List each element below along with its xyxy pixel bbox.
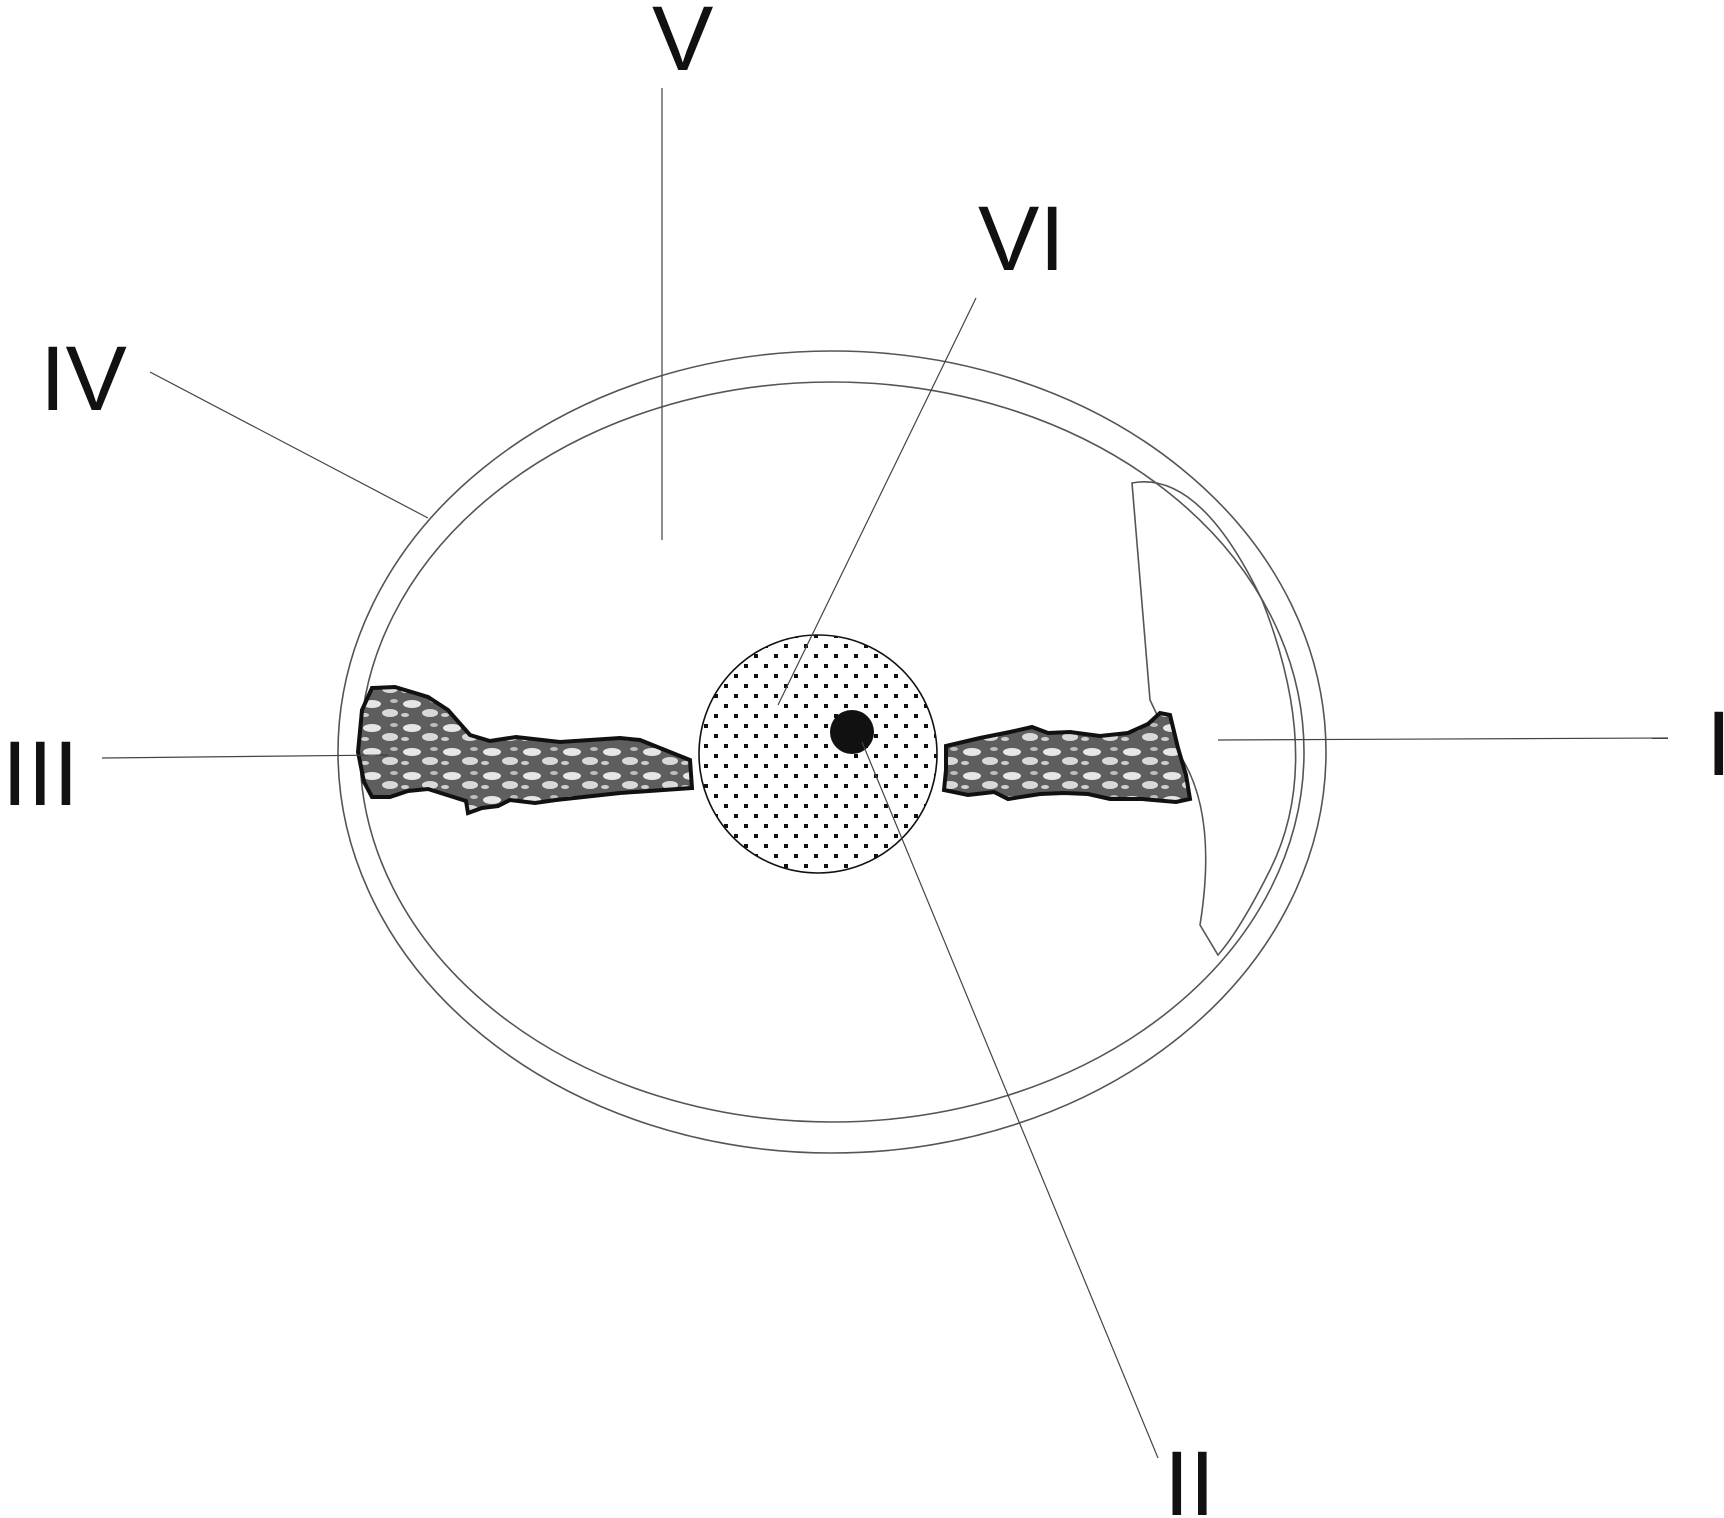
label-II: II [1164, 1433, 1215, 1518]
right-blade [941, 710, 1193, 805]
label-VI: VI [978, 188, 1065, 290]
left-blade [355, 684, 695, 816]
leader-line-VI [777, 297, 977, 706]
outer-ring [337, 350, 1327, 1154]
label-I: I [1706, 693, 1724, 795]
central-hub [698, 634, 938, 874]
leader-line-I [1217, 737, 1669, 741]
core-dot [830, 710, 874, 754]
label-III: III [2, 723, 79, 825]
leader-line-III [101, 754, 389, 759]
leader-line-IV [149, 371, 429, 519]
label-IV: IV [40, 328, 127, 430]
crescent-segment [1131, 481, 1297, 957]
label-V: V [652, 0, 713, 90]
leader-line-II [861, 741, 1159, 1459]
